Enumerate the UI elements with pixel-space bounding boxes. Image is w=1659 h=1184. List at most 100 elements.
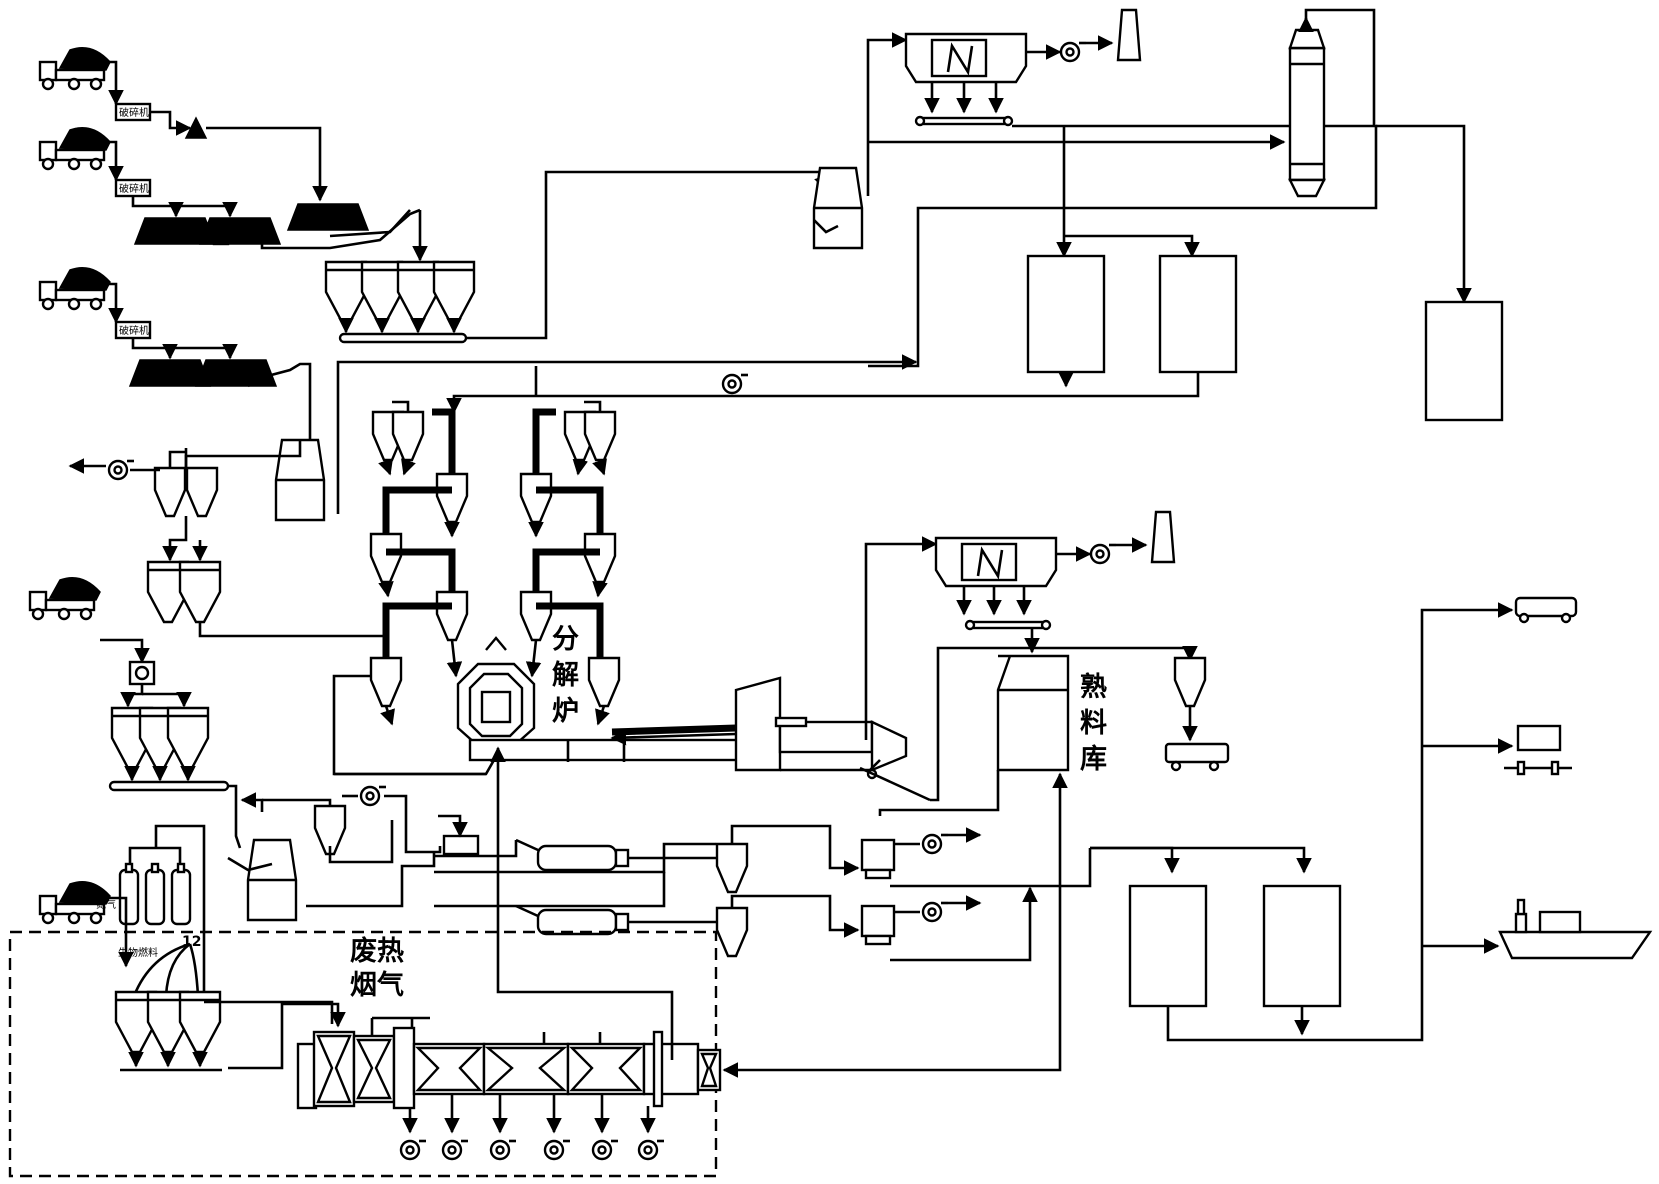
- fan-icon: [1059, 41, 1088, 63]
- truck-icon: [38, 46, 112, 91]
- fan-icon: [921, 833, 950, 855]
- nitrogen-cylinders: 氮气: [96, 824, 206, 1002]
- raw-mill-icon: [812, 166, 864, 250]
- cyclone-icon: [369, 532, 403, 584]
- storage-bin: [1026, 254, 1106, 374]
- mill-icon: [246, 838, 298, 922]
- bag-filter-icon: [904, 32, 1028, 84]
- silo-icon: [178, 560, 222, 624]
- cyclone-icon: [435, 472, 469, 524]
- bagging-machine: [1516, 724, 1562, 752]
- calciner-label: 解: [552, 660, 579, 691]
- store-label: 熟: [1080, 671, 1107, 703]
- crusher-label: 破碎机: [119, 106, 149, 119]
- dust-collector: [860, 838, 896, 872]
- fan-icon: [721, 373, 750, 395]
- conveyor: [966, 620, 1048, 630]
- cyclone-icon: [519, 590, 553, 642]
- waste-heat-label: 废热: [350, 935, 404, 967]
- truck-icon: [28, 576, 102, 621]
- waste-heat-label: 烟气: [350, 970, 404, 1001]
- waste-heat-group: 生物燃料 12 废热 烟气: [104, 746, 1062, 1161]
- cement-mill-section: [227, 785, 1312, 962]
- silo-icon: [432, 260, 476, 324]
- cyclone-icon: [1173, 656, 1207, 708]
- cyclone-icon: [715, 842, 749, 894]
- storage-bin: [1424, 300, 1504, 422]
- truck-icon: [38, 266, 112, 311]
- fan-icon: [637, 1139, 666, 1161]
- truck-icon: [38, 126, 112, 171]
- kiln-hood: [734, 676, 782, 772]
- calciner: 分 解 炉: [456, 624, 579, 746]
- cooler: [870, 720, 908, 772]
- fuel-feed-group: [100, 638, 486, 849]
- silo-icon: [166, 706, 210, 770]
- tanker-truck-icon: [1514, 596, 1578, 618]
- stockpile-icon: [195, 359, 277, 387]
- silo-icon: [324, 260, 368, 324]
- gas-label: 氮气: [96, 898, 116, 911]
- storage-bin: [1158, 254, 1238, 374]
- kiln-dust-filter: [934, 510, 1176, 654]
- preheater-left: [369, 400, 469, 726]
- cyclone-icon: [583, 532, 617, 584]
- stockpile-icon: [199, 217, 281, 245]
- cyclone-icon: [583, 410, 617, 462]
- silo-icon: [396, 260, 440, 324]
- cyclone-icon: [435, 590, 469, 642]
- cyclone-icon: [369, 656, 403, 708]
- stockpile-icon: [184, 116, 208, 139]
- fan-icon: [441, 1139, 470, 1161]
- chimney-icon: [1150, 510, 1176, 564]
- truck-icon: [1164, 742, 1230, 764]
- silo-icon: [360, 260, 404, 324]
- raw-silos: [324, 170, 829, 344]
- preheater-right: [519, 366, 621, 726]
- fan-icon: [591, 1139, 620, 1161]
- raw-material-trucks: [28, 46, 112, 925]
- calciner-label: 炉: [552, 696, 579, 727]
- bag-filter-icon: [934, 536, 1058, 588]
- cyclone-icon: [715, 906, 749, 958]
- stockpile-icon: [287, 203, 369, 231]
- rotary-kiln: [334, 536, 1198, 802]
- tower-icon: [1288, 46, 1326, 182]
- ball-mill: [536, 908, 618, 936]
- cooling-tower: [1288, 8, 1376, 198]
- fan-icon: [543, 1139, 572, 1161]
- ball-mill: [536, 844, 618, 872]
- fan-icon: [921, 901, 950, 923]
- cyclone-icon: [587, 656, 621, 708]
- cyclone-icon: [185, 466, 219, 518]
- dust-collector: [860, 904, 896, 938]
- ship-icon: [1498, 930, 1653, 960]
- crusher-group: 破碎机 破碎机 破碎机: [104, 60, 428, 492]
- crusher-label: 破碎机: [119, 324, 149, 337]
- store-label: 料: [1080, 708, 1107, 739]
- conveyor: [916, 116, 1010, 126]
- storage-bin: [1262, 884, 1342, 1008]
- fan-icon: [489, 1139, 518, 1161]
- coal-mill-group: [68, 354, 918, 660]
- conveyor: [338, 332, 468, 344]
- clinker-store: 熟 料 库: [878, 648, 1230, 1066]
- storage-bin: [1128, 884, 1208, 1008]
- crusher-label: 破碎机: [119, 182, 149, 195]
- cyclone-icon: [153, 466, 187, 518]
- dispatch: [1498, 596, 1653, 960]
- conveyor: [108, 780, 230, 792]
- fan-icon: [399, 1139, 428, 1161]
- gas-cylinder: [144, 868, 166, 926]
- cyclone-icon: [391, 410, 425, 462]
- chimney-icon: [1116, 8, 1142, 62]
- clinker-silo: [996, 654, 1070, 772]
- storage-bins: [446, 254, 1504, 422]
- dedicated-label: 生物燃料: [118, 946, 158, 959]
- store-label: 库: [1080, 744, 1107, 775]
- fan-icon: [359, 785, 388, 807]
- fan-icon: [1089, 543, 1118, 565]
- cyclone-icon: [519, 472, 553, 524]
- cement-silos: [1128, 602, 1514, 1042]
